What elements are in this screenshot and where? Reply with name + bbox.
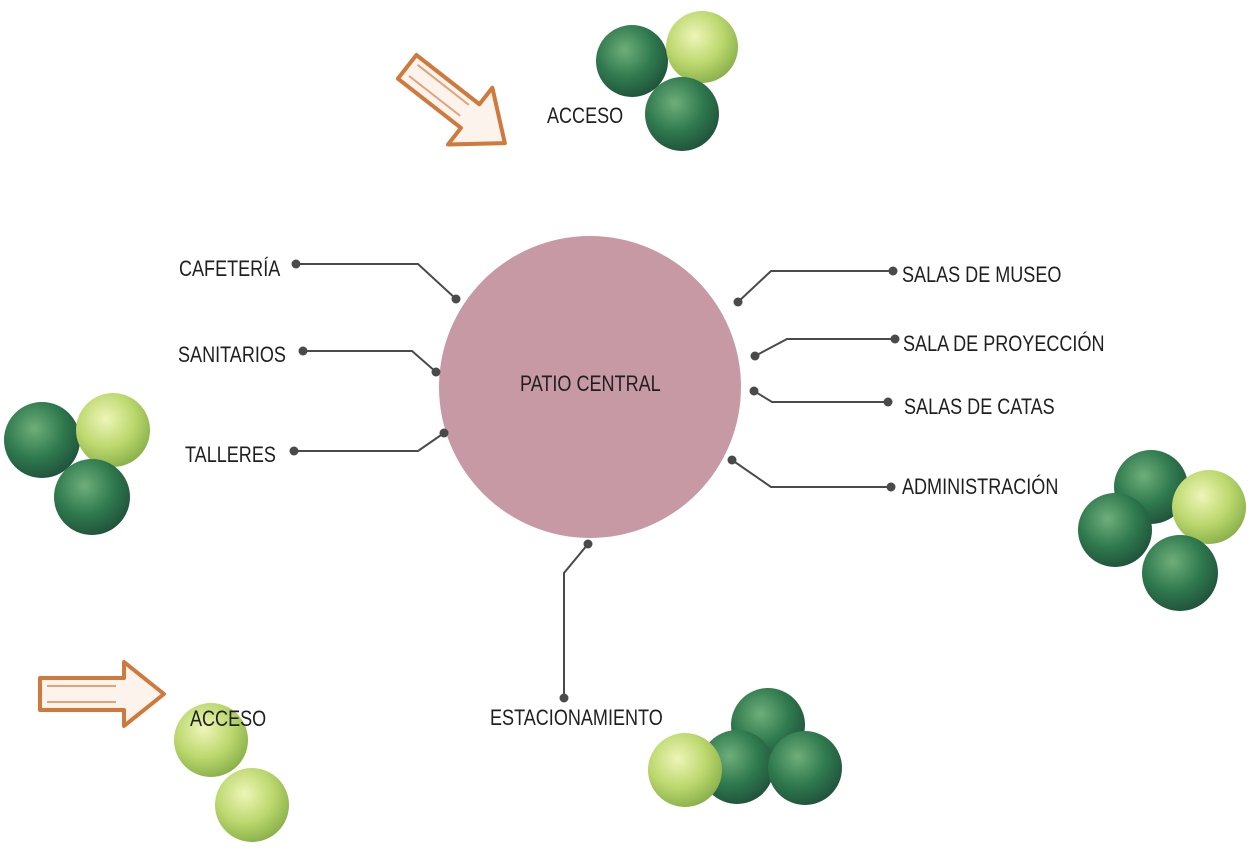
connector-administracion bbox=[731, 459, 891, 488]
tree-cluster-icon bbox=[174, 703, 289, 842]
tree-cluster-icon bbox=[648, 688, 842, 807]
label-administracion: ADMINISTRACIÓN bbox=[902, 474, 1059, 499]
connector-cafeteria bbox=[296, 263, 457, 300]
arrow-icon bbox=[38, 660, 166, 728]
dot bbox=[298, 346, 308, 356]
label-talleres: TALLERES bbox=[185, 442, 276, 467]
dot bbox=[439, 428, 449, 438]
dot bbox=[733, 297, 743, 307]
connector-sala-proyeccion bbox=[754, 338, 895, 357]
dot bbox=[559, 693, 569, 703]
label-estacionamiento: ESTACIONAMIENTO bbox=[490, 705, 663, 730]
dot bbox=[888, 266, 898, 276]
label-salas-de-catas: SALAS DE CATAS bbox=[904, 394, 1055, 419]
dot bbox=[583, 539, 593, 549]
connector-dots bbox=[289, 259, 900, 703]
tree-cluster-icon bbox=[1078, 450, 1246, 611]
label-sanitarios: SANITARIOS bbox=[178, 342, 286, 367]
label-salas-de-museo: SALAS DE MUSEO bbox=[902, 262, 1062, 287]
tree-cluster-icon bbox=[596, 11, 738, 151]
dot bbox=[890, 334, 900, 344]
patio-central-circle bbox=[439, 236, 741, 538]
dot bbox=[749, 386, 759, 396]
label-sala-de-proyeccion: SALA DE PROYECCIÓN bbox=[903, 331, 1105, 356]
connector-estacionamiento bbox=[563, 543, 589, 698]
label-acceso-top: ACCESO bbox=[547, 103, 624, 128]
dot bbox=[431, 367, 441, 377]
label-acceso-bottom: ACCESO bbox=[190, 706, 267, 731]
dot bbox=[886, 482, 896, 492]
label-cafeteria: CAFETERÍA bbox=[179, 256, 281, 281]
arrow-icon bbox=[395, 53, 507, 147]
connector-salas-catas bbox=[753, 390, 888, 403]
dot bbox=[289, 446, 299, 456]
connector-salas-museo bbox=[737, 270, 893, 303]
dot bbox=[727, 455, 737, 465]
connector-lines bbox=[294, 263, 895, 698]
tree-cluster-icon bbox=[4, 393, 150, 535]
connector-talleres bbox=[294, 432, 445, 452]
dot bbox=[883, 397, 893, 407]
patio-central-label: PATIO CENTRAL bbox=[520, 371, 661, 396]
dot bbox=[750, 351, 760, 361]
dot bbox=[291, 259, 301, 269]
dot bbox=[451, 294, 461, 304]
connector-sanitarios bbox=[303, 350, 437, 373]
